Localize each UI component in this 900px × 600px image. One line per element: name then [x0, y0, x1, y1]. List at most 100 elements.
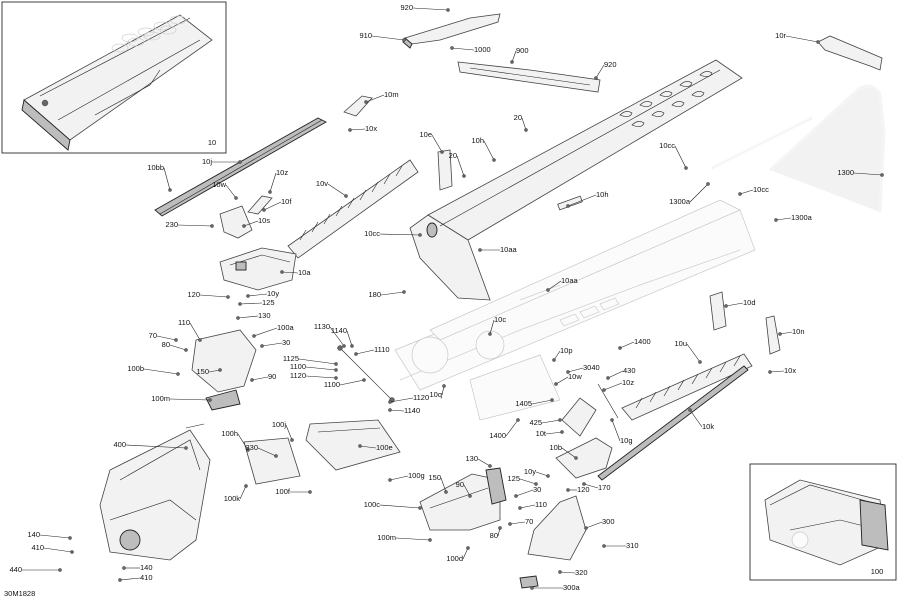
fastener-dot [558, 570, 562, 574]
fastener-dot [350, 344, 354, 348]
fastener-dot [546, 288, 550, 292]
leader-c100k [239, 485, 247, 500]
fastener-dot [118, 578, 122, 582]
leader-c10h_b [567, 194, 597, 207]
callout-c1100b: 1100 [324, 380, 340, 389]
fastener-dot [574, 456, 578, 460]
leader-c410b [119, 577, 141, 581]
leader-c10p [553, 350, 561, 361]
callout-c1100a: 1100 [290, 362, 306, 371]
callout-c10w_b: 10w [568, 372, 582, 381]
callout-c1405: 1405 [515, 399, 532, 408]
callout-c90a: 90 [268, 372, 276, 381]
fastener-dot [268, 190, 272, 194]
rail-10u [621, 353, 753, 421]
leader-c150b [440, 477, 447, 493]
fastener-dot [566, 204, 570, 208]
rail-10v [287, 159, 419, 259]
callout-c920a: 920 [400, 3, 413, 12]
fastener-dot [488, 464, 492, 468]
fastener-dot [510, 60, 514, 64]
part-10s [219, 205, 253, 239]
callout-c10z_a: 10z [276, 168, 288, 177]
callout-c330: 330 [245, 443, 258, 452]
callout-c10e: 10e [419, 130, 432, 139]
fastener-dot [514, 494, 518, 498]
leader-c20b [456, 155, 465, 177]
leader-c150a [208, 369, 221, 373]
leader-c10x_b [769, 370, 785, 373]
leader-c90b [463, 484, 471, 497]
callout-c110a: 110 [178, 318, 190, 327]
leader-c100d [462, 547, 469, 560]
fastener-dot [768, 370, 772, 374]
fastener-dot [290, 438, 294, 442]
callout-c10a: 10a [298, 268, 311, 277]
leader-c10m [365, 94, 385, 103]
fastener-dot [516, 418, 520, 422]
callout-c1000: 1000 [474, 45, 491, 54]
upright-300 [519, 495, 587, 589]
part-10z-10f [247, 195, 273, 215]
callout-c10cc_b: 10cc [753, 185, 769, 194]
fastener-dot [418, 506, 422, 510]
arm-10b [555, 437, 613, 479]
arm-10t [561, 397, 597, 437]
fastener-dot [244, 484, 248, 488]
fastener-dot [446, 8, 450, 12]
callout-c10w_a: 10w [212, 180, 226, 189]
callout-c10u: 10u [674, 339, 687, 348]
leader-c920a [412, 7, 449, 11]
inset-frame-front [749, 463, 897, 581]
fastener-dot [774, 218, 778, 222]
leader-c1000 [451, 47, 475, 51]
fastener-dot [582, 482, 586, 486]
callout-c430: 430 [623, 366, 636, 375]
leader-c100c [379, 504, 421, 509]
callout-c100m_a: 100m [151, 394, 170, 403]
callout-c10f: 10f [281, 197, 292, 206]
callout-c1400b: 1400 [489, 431, 506, 440]
callout-c100e: 100e [376, 443, 393, 452]
tunnel-ghost [394, 199, 756, 421]
fastener-dot [558, 418, 562, 422]
leader-c230 [177, 224, 213, 227]
fastener-dot [698, 360, 702, 364]
fastener-dot [554, 382, 558, 386]
callout-c10d: 10d [743, 298, 756, 307]
rail-10j [154, 117, 327, 217]
fastener-dot [450, 46, 454, 50]
leader-c300 [585, 521, 603, 529]
callout-c10c: 10c [494, 315, 506, 324]
callout-c10t: 10t [536, 429, 547, 438]
callout-c100h: 100h [221, 429, 238, 438]
plate-100e [305, 419, 401, 471]
leader-c10k [689, 409, 703, 428]
leader-c10b [561, 447, 577, 459]
callout-c10r: 10r [775, 31, 786, 40]
fastener-dot [560, 430, 564, 434]
leader-c330 [257, 447, 277, 457]
fastener-dot [534, 482, 538, 486]
callout-c120a: 120 [187, 290, 200, 299]
leader-c10z_b [603, 382, 623, 391]
upright-100c [419, 467, 507, 531]
leader-c1100b [339, 379, 365, 386]
leader-c10z_a [269, 172, 277, 193]
leader-c70b [509, 521, 526, 525]
leader-c10cc_b [739, 189, 754, 195]
fastener-dot [260, 344, 264, 348]
fastener-dot [518, 506, 522, 510]
fastener-dot [442, 384, 446, 388]
callout-c10v: 10v [316, 179, 328, 188]
fastener-dot [492, 158, 496, 162]
leader-c910 [371, 35, 405, 41]
tunnel-panel [409, 59, 743, 301]
fastener-dot [444, 490, 448, 494]
callout-c1300a_b: 1300a [791, 213, 813, 222]
callout-c100a: 100a [277, 323, 295, 332]
leader-c120a [199, 294, 229, 298]
leader-c110b [519, 504, 536, 509]
fastener-dot [688, 408, 692, 412]
callout-c100m_b: 100m [377, 533, 396, 542]
